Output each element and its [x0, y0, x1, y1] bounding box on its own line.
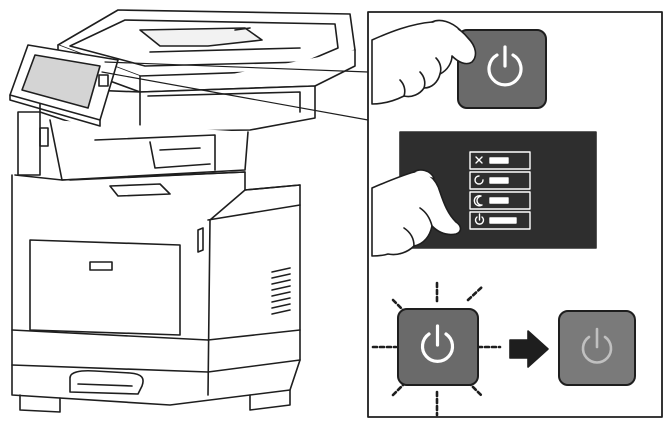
power-button-blinking[interactable]	[397, 308, 479, 386]
power-icon	[420, 324, 455, 363]
home-icon	[98, 74, 109, 87]
step-3-wait-power-off	[371, 281, 636, 417]
control-panel	[9, 44, 119, 127]
instruction-panel	[367, 11, 663, 418]
hand-pointing-icon	[371, 19, 477, 105]
power-icon	[474, 213, 485, 225]
callout-line	[101, 71, 369, 121]
power-icon	[581, 327, 613, 364]
usb-port	[39, 127, 49, 147]
step-2-select-power-off	[371, 131, 597, 257]
callout-line	[104, 61, 369, 73]
vent-grille	[271, 267, 291, 315]
power-button[interactable]	[457, 29, 547, 109]
hand-pointing-icon	[371, 169, 462, 257]
paper-tray-handle	[69, 369, 144, 395]
arrow-right-icon	[509, 330, 549, 368]
power-icon	[487, 45, 523, 87]
close-icon	[475, 156, 483, 164]
power-menu	[469, 151, 531, 230]
printer-body	[11, 111, 301, 413]
sleep-icon	[473, 195, 483, 207]
step-1-press-power	[371, 19, 547, 109]
bypass-tray	[29, 239, 181, 336]
output-tray	[49, 119, 249, 197]
printer	[9, 9, 369, 413]
blink-rays	[371, 281, 502, 417]
restart-icon	[474, 175, 484, 185]
control-panel-screen	[21, 54, 101, 109]
